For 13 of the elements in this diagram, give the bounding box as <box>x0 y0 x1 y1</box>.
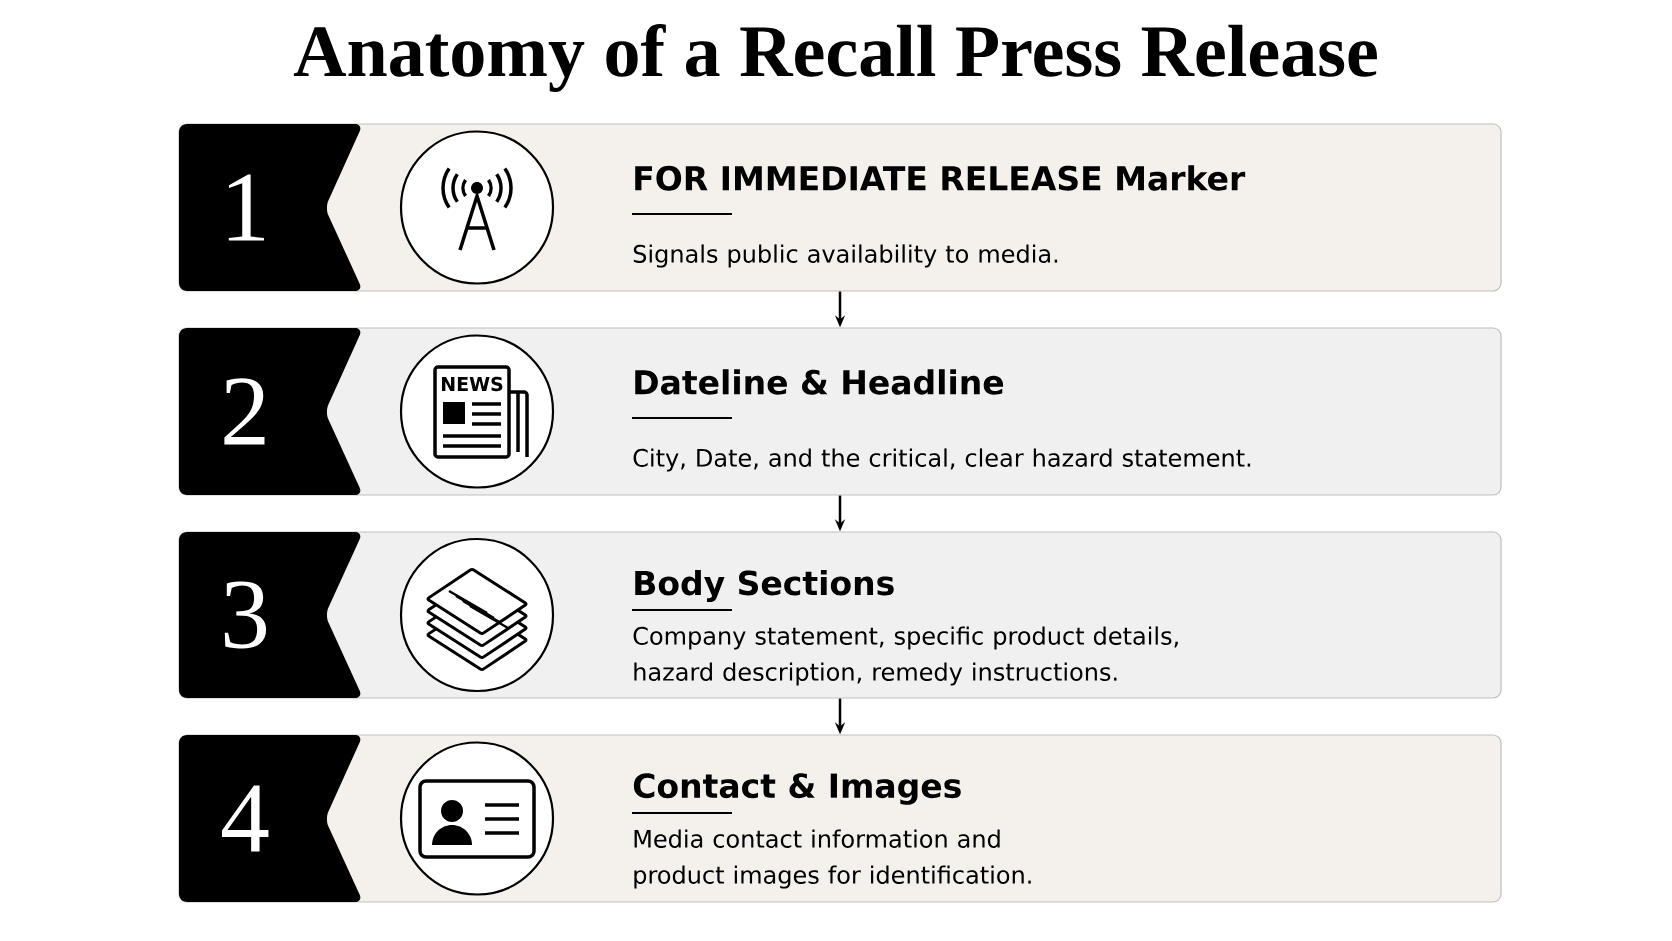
step-number: 2 <box>224 378 265 445</box>
step-description: City, Date, and the critical, clear hazard statement. <box>633 448 1251 472</box>
step-number: 4 <box>221 785 269 852</box>
step-number: 3 <box>224 581 267 649</box>
step-description: Signals public availability to media. <box>633 244 1058 268</box>
step-heading: Dateline & Headline <box>635 369 1004 395</box>
step-number: 1 <box>228 174 264 241</box>
step-heading: Contact & Images <box>633 773 961 805</box>
step-description: Media contact information and product images for identification. <box>634 829 1031 889</box>
step-description: Company statement, specific product details, hazard description, remedy instructions. <box>633 626 1178 686</box>
title: Anatomy of a Recall Press Release <box>293 23 1377 92</box>
step-heading: FOR IMMEDIATE RELEASE Marker <box>635 165 1246 191</box>
step-heading: Body Sections <box>635 569 894 603</box>
